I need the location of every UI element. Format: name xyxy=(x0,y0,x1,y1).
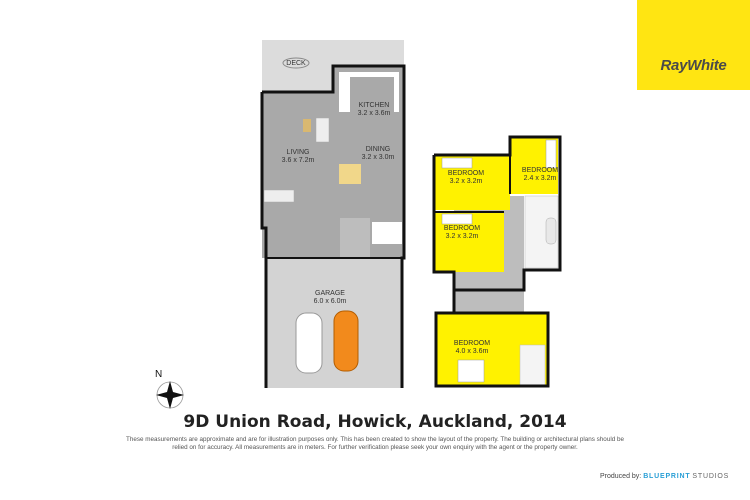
room-label-deck: DECK xyxy=(286,60,306,67)
floorplan-drawing xyxy=(156,40,562,409)
compass-icon xyxy=(156,381,184,409)
credit-blueprint: BLUEPRINT xyxy=(643,473,691,480)
credit-prefix: Produced by: xyxy=(600,473,642,480)
white-car-icon xyxy=(295,312,323,374)
raywhite-logo: RayWhite xyxy=(637,0,750,90)
property-address: 9D Union Road, Howick, Auckland, 2014 xyxy=(183,412,567,432)
ensuite xyxy=(519,344,546,386)
disclaimer-text: These measurements are approximate and a… xyxy=(126,436,624,451)
produced-by-credit: Produced by: BLUEPRINT STUDIOS xyxy=(600,473,729,480)
credit-studios: STUDIOS xyxy=(692,473,730,480)
brand-name: RayWhite xyxy=(660,57,727,74)
compass-north-label: N xyxy=(155,369,163,380)
orange-car-icon xyxy=(333,310,359,372)
